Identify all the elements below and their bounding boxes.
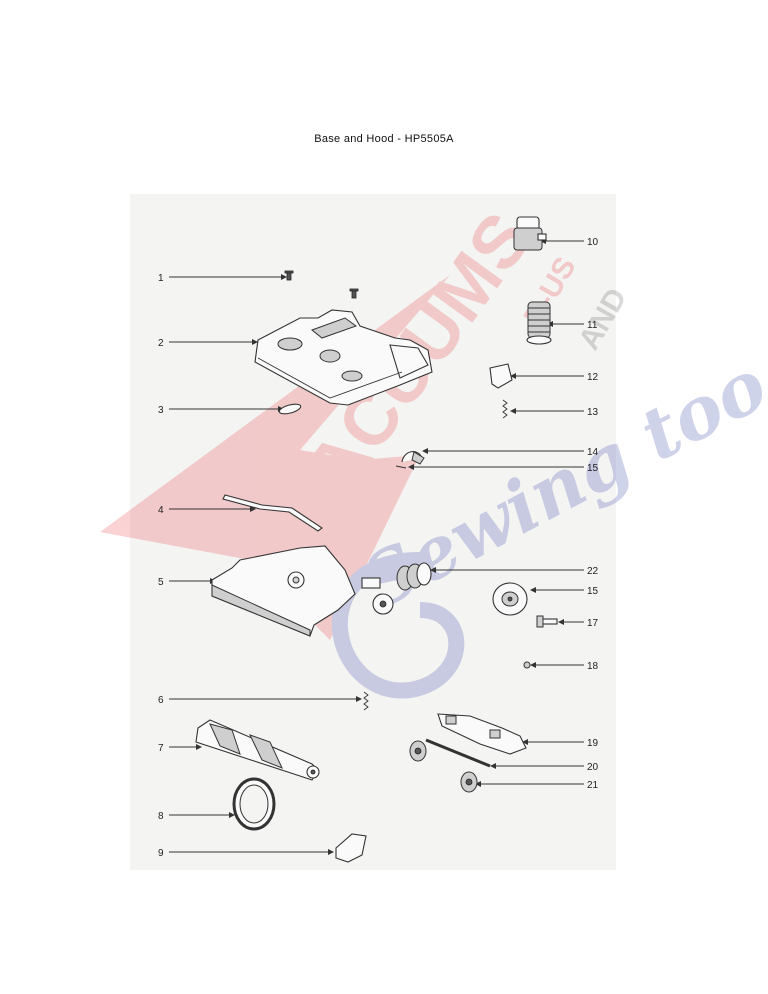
callout-22: 22 — [587, 566, 599, 577]
part-20-rod — [425, 738, 491, 768]
part-16-wheel — [492, 582, 528, 616]
part-6-spring — [363, 691, 369, 711]
part-21-wheels — [409, 740, 478, 793]
watermark: VACUUMS R-US AND Sewing too — [100, 197, 768, 699]
part-2-hood — [254, 309, 433, 406]
part-14-latch — [401, 451, 425, 465]
callout-14: 14 — [587, 447, 599, 458]
part-15-latch-spring — [395, 465, 407, 469]
part-9-clip — [335, 833, 367, 863]
leader-lines-right — [408, 238, 584, 787]
callout-11: 11 — [587, 320, 598, 331]
callout-numbers: 1 2 3 4 5 6 7 8 9 10 11 12 13 14 15 15 1… — [158, 237, 599, 859]
part-7-brushroll — [195, 719, 320, 781]
callout-9: 9 — [158, 848, 164, 859]
callout-15: 15 — [587, 463, 599, 474]
callout-19: 19 — [587, 738, 599, 749]
part-3-window — [278, 403, 302, 415]
callout-7: 7 — [158, 743, 164, 754]
callout-1: 1 — [158, 273, 164, 284]
callout-12: 12 — [587, 372, 599, 383]
callout-16: 15 — [587, 586, 599, 597]
part-18-nut — [523, 661, 531, 669]
part-17-axle — [536, 615, 558, 628]
part-12-pedal — [489, 363, 513, 389]
part-19-bracket — [437, 713, 527, 755]
part-5-base — [211, 545, 394, 637]
watermark-and: AND — [572, 283, 633, 356]
callout-4: 4 — [158, 505, 164, 516]
part-13-spring — [502, 399, 508, 419]
callout-20: 20 — [587, 762, 599, 773]
part-11-hose — [526, 301, 552, 345]
callout-2: 2 — [158, 338, 164, 349]
leader-lines-left — [169, 274, 362, 855]
callout-13: 13 — [587, 407, 599, 418]
callout-17: 17 — [587, 618, 599, 629]
callout-21: 21 — [587, 780, 599, 791]
part-4-strip — [222, 494, 323, 532]
watermark-swirl — [331, 552, 465, 699]
part-1-screws — [284, 270, 359, 299]
callout-10: 10 — [587, 237, 599, 248]
callout-3: 3 — [158, 405, 164, 416]
callout-6: 6 — [158, 695, 164, 706]
part-10-cap — [513, 216, 547, 251]
callout-8: 8 — [158, 811, 164, 822]
callout-5: 5 — [158, 577, 164, 588]
part-22-coupling — [396, 562, 432, 591]
part-8-belt — [232, 777, 276, 831]
callout-18: 18 — [587, 661, 599, 672]
page-title: Base and Hood - HP5505A — [314, 133, 454, 145]
